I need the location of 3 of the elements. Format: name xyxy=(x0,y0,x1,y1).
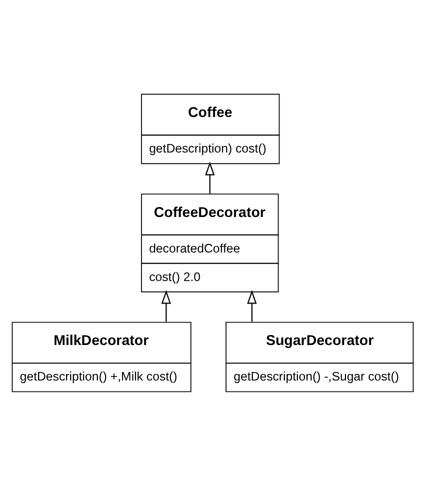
arrow xyxy=(205,161,215,194)
arrow xyxy=(161,290,172,322)
arrow xyxy=(247,290,257,322)
